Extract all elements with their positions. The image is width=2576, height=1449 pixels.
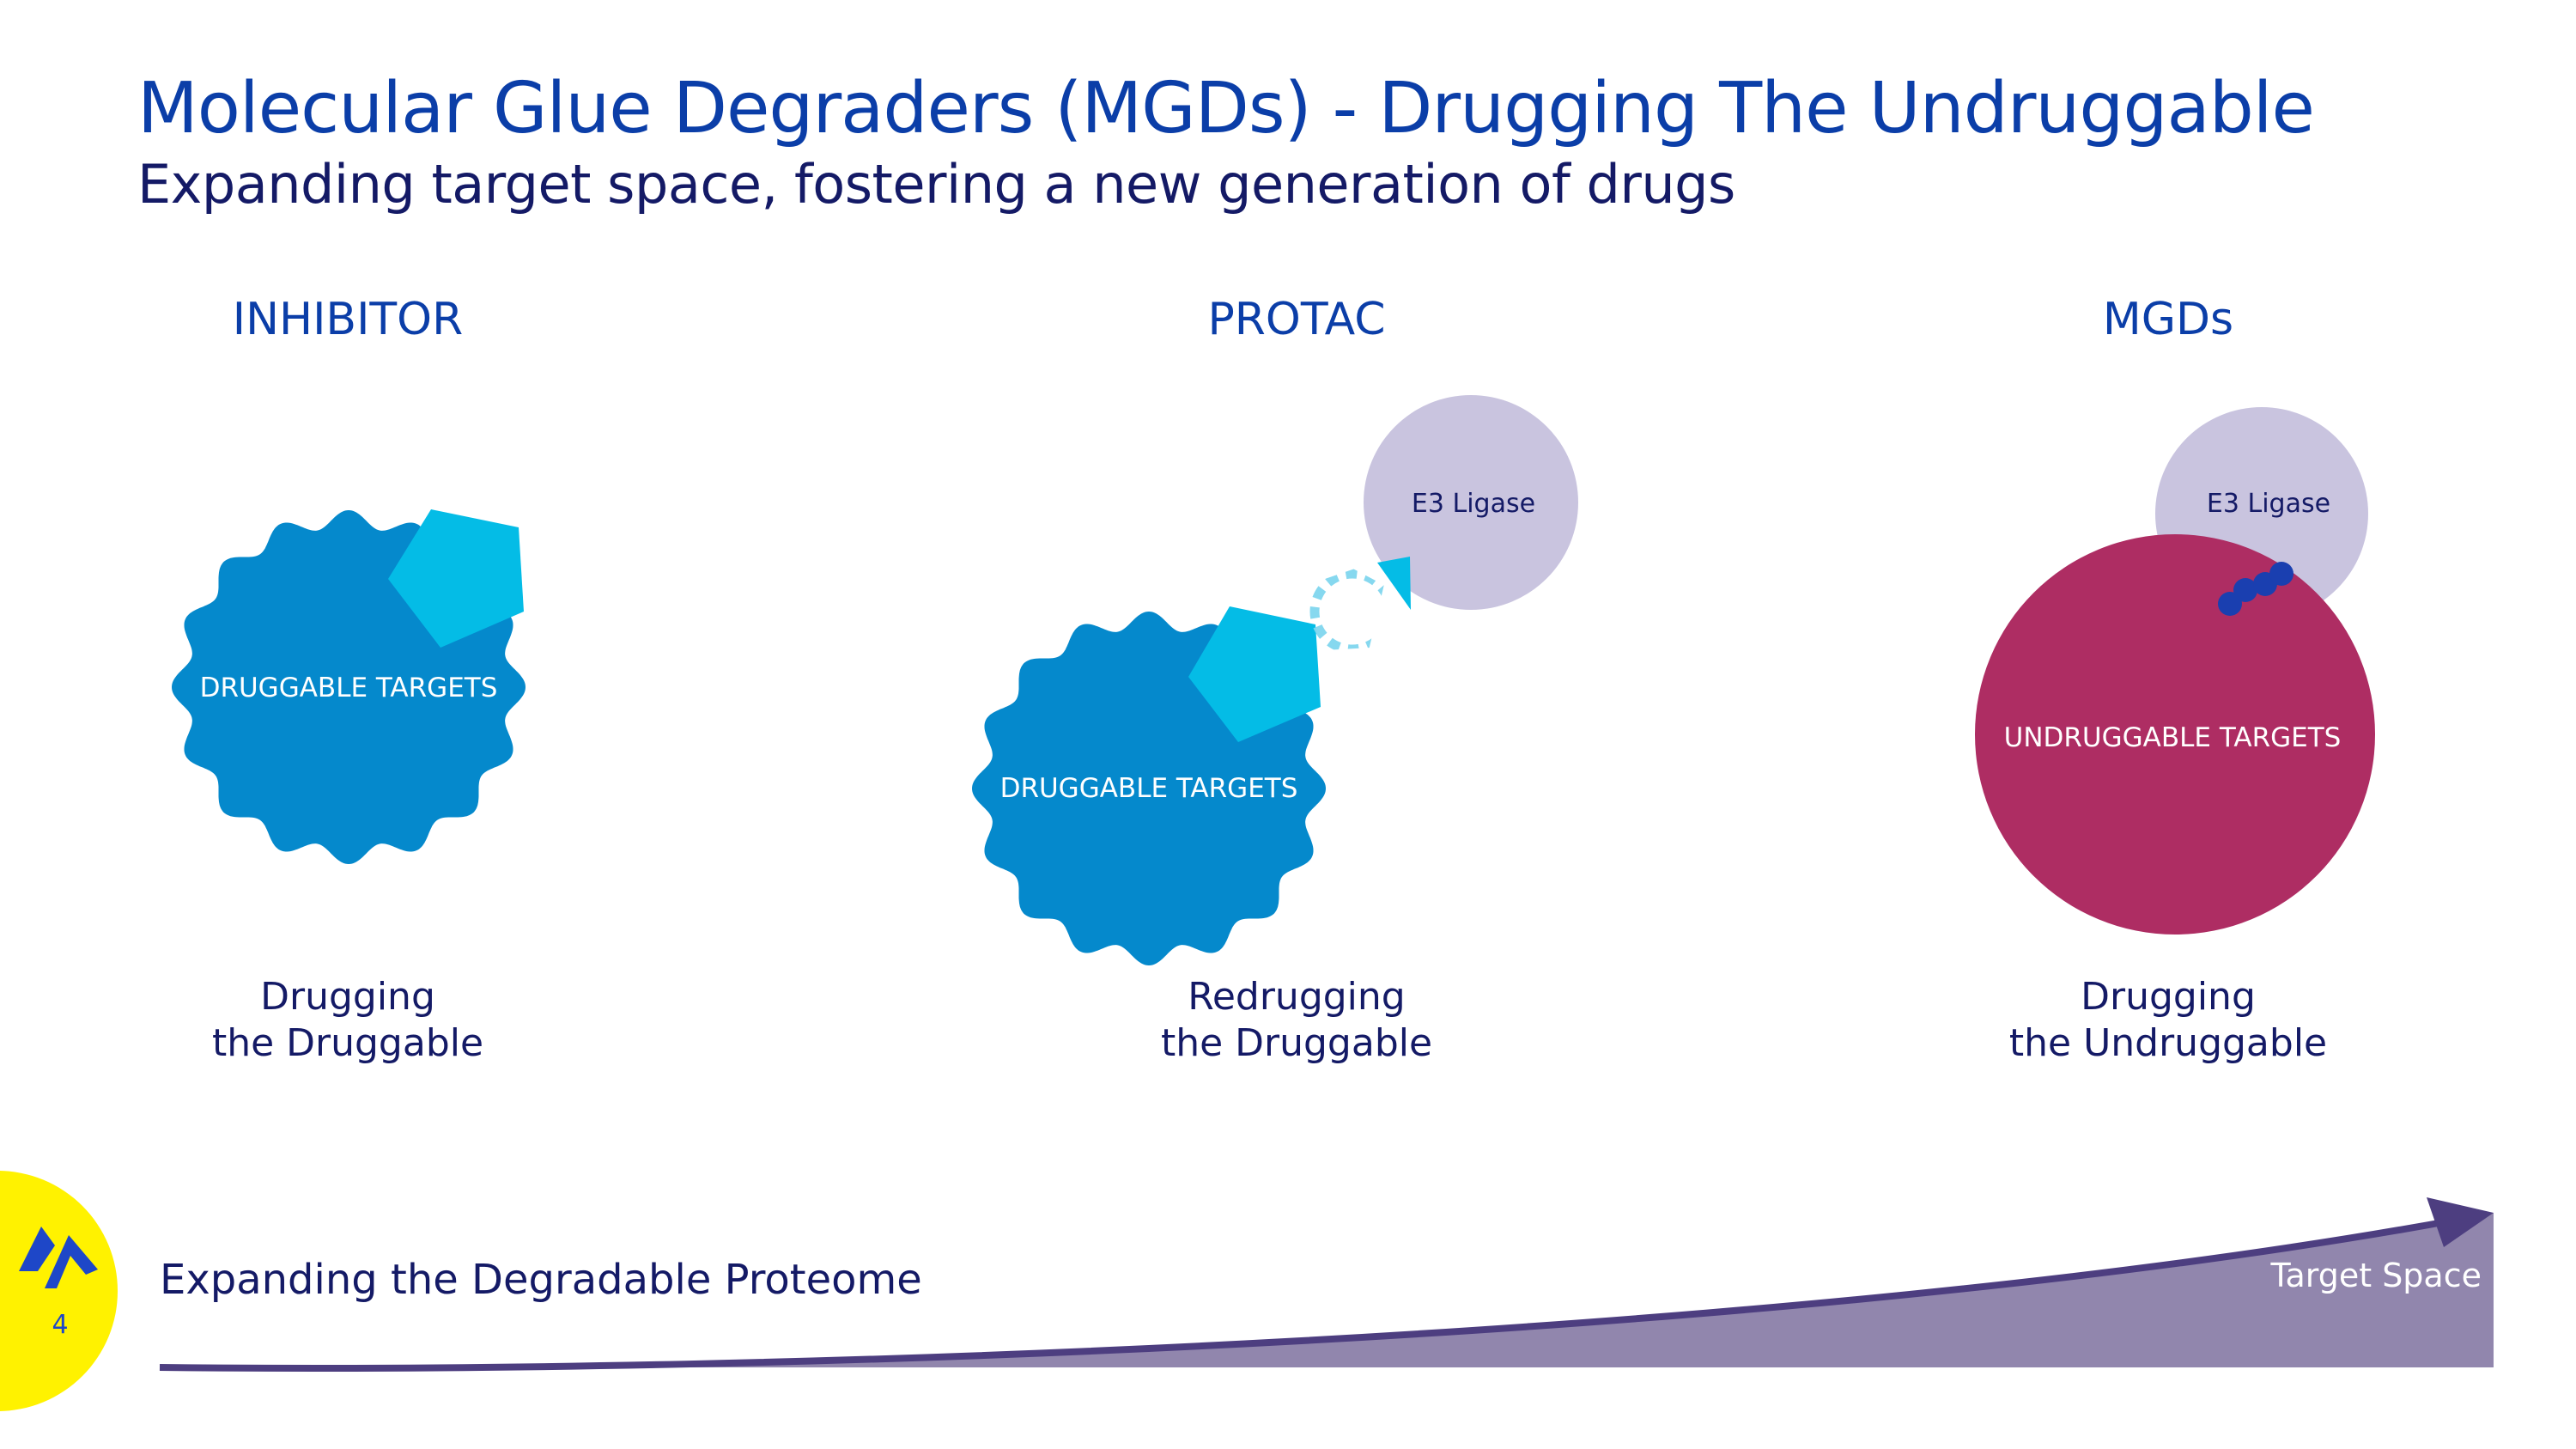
pentagon-ligand-icon [388,509,524,648]
logo-badge [0,1171,118,1411]
target-space-curve [159,1216,2458,1372]
target-label-inhibitor: DRUGGABLE TARGETS [200,673,498,703]
ligase-label-mgds: E3 Ligase [2207,489,2330,519]
column-heading-inhibitor: INHIBITOR [232,294,464,345]
target-space-area [160,1213,2494,1368]
target-space-label: Target Space [2270,1257,2482,1294]
caption-protac: Redrugging the Druggable [1039,974,1554,1067]
target-label-mgds: UNDRUGGABLE TARGETS [2004,722,2342,753]
caption-protac-line1: Redrugging [1188,975,1406,1019]
e3-ligase-protac [1364,395,1578,610]
molecular-glue-icon [2218,562,2293,616]
footer-label: Expanding the Degradable Proteome [160,1256,922,1304]
caption-inhibitor-line1: Drugging [260,975,435,1019]
ligase-label-protac: E3 Ligase [1412,489,1535,519]
column-heading-protac: PROTAC [1207,294,1386,345]
slide-subtitle: Expanding target space, fostering a new … [137,153,1735,216]
caption-inhibitor: Drugging the Druggable [90,974,605,1067]
caption-protac-line2: the Druggable [1160,1021,1433,1065]
caption-inhibitor-line2: the Druggable [211,1021,484,1065]
undruggable-target [1975,534,2375,935]
target-space-arrowhead [2427,1197,2494,1247]
page-number: 4 [52,1310,69,1340]
pentagon-ligand-icon [1188,606,1321,742]
caption-mgds-line2: the Undruggable [2008,1021,2328,1065]
linker-arrowhead [1377,557,1411,610]
caption-mgds: Drugging the Undruggable [1911,974,2426,1067]
caption-mgds-line1: Drugging [2081,975,2256,1019]
target-label-protac: DRUGGABLE TARGETS [1000,773,1298,804]
slide-title: Molecular Glue Degraders (MGDs) - Druggi… [137,68,2315,149]
column-heading-mgds: MGDs [2102,294,2234,345]
company-logo-icon [19,1227,98,1288]
